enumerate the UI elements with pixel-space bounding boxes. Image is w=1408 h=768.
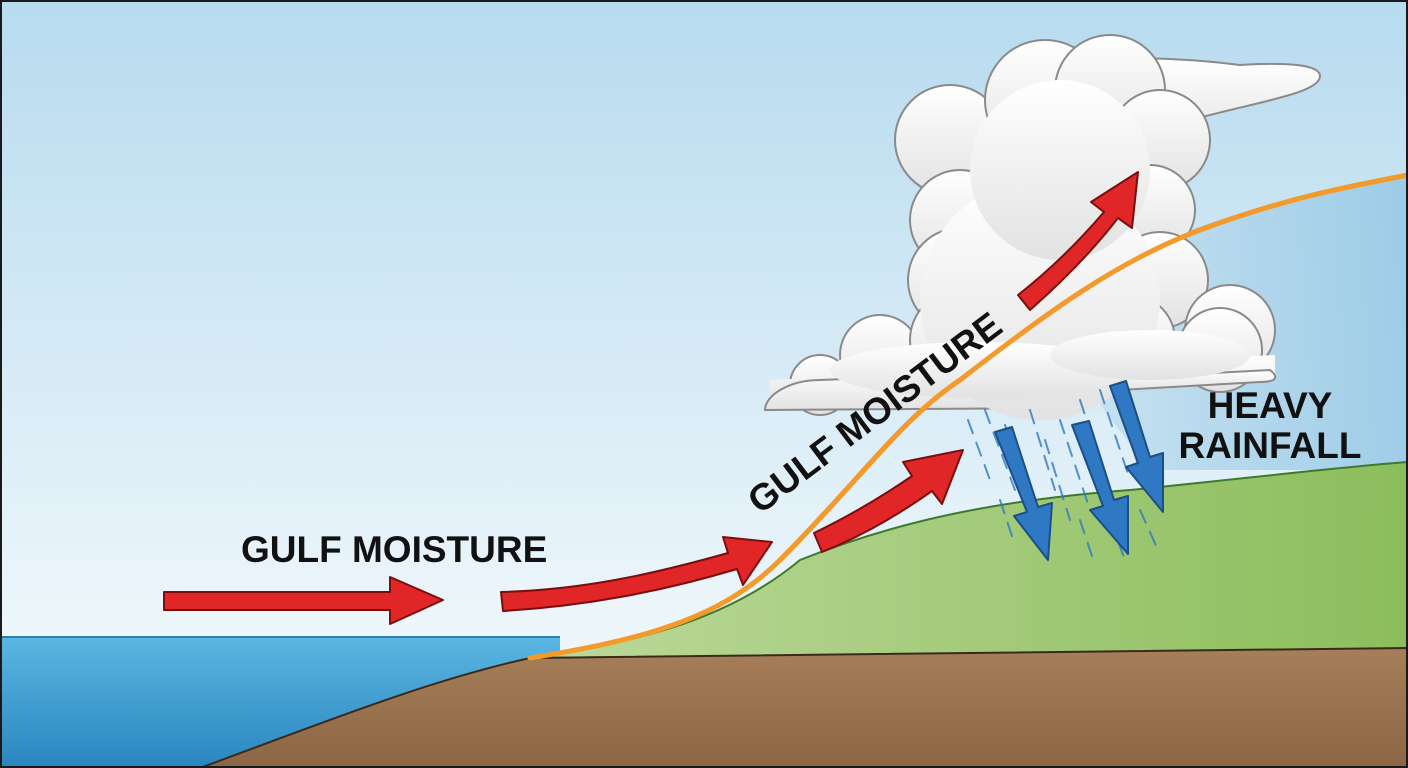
air-boundary-line-over-cloud <box>777 172 1408 563</box>
label-heavy: HEAVY <box>1208 385 1333 426</box>
rain-arrow-2 <box>1071 420 1129 555</box>
rain-arrow-icon <box>994 380 1164 561</box>
moisture-arrow-1 <box>163 576 444 625</box>
rain-arrow-3 <box>1109 380 1164 513</box>
moisture-arrow-2 <box>500 536 773 612</box>
green-hillside <box>529 460 1408 659</box>
moisture-arrow-4 <box>1017 171 1139 311</box>
rain-arrow-1 <box>994 426 1053 561</box>
label-rainfall: RAINFALL <box>1179 425 1362 466</box>
label-gulf-moisture-ocean: GULF MOISTURE <box>241 529 547 570</box>
moisture-arrow-icon <box>163 171 1139 625</box>
moisture-arrow-3 <box>813 449 964 553</box>
